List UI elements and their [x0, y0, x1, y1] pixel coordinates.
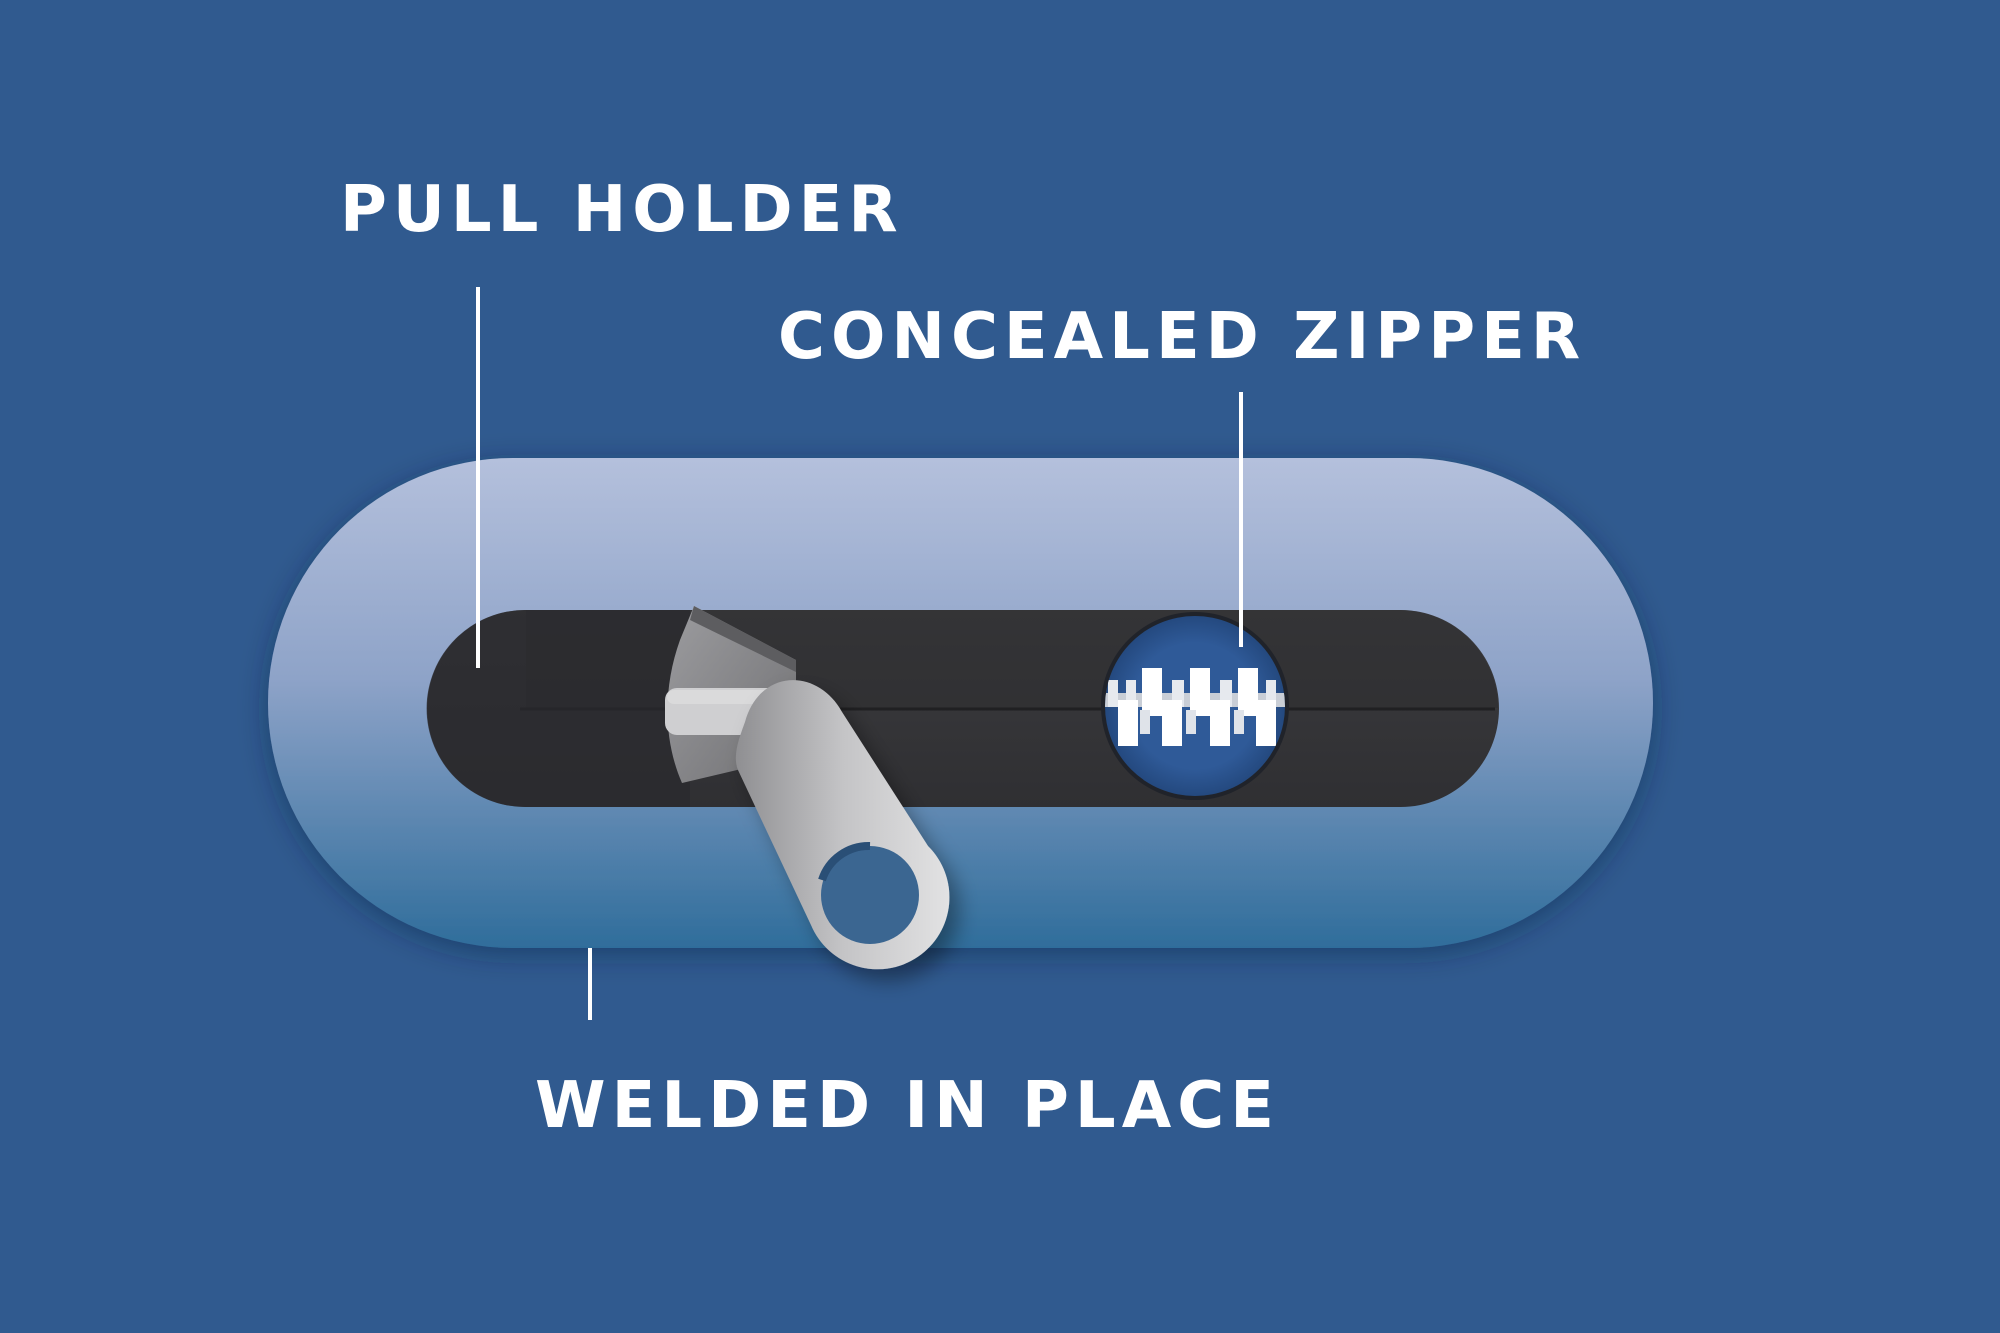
concealed-zipper-label: CONCEALED ZIPPER — [778, 300, 1587, 374]
magnifier-lens — [1101, 612, 1289, 800]
zipper-pull-icon — [735, 680, 950, 970]
zipper-teeth-icon — [1105, 668, 1285, 746]
pull-holder-label: PULL HOLDER — [340, 173, 904, 247]
zipper-track — [426, 610, 1499, 807]
welded-in-place-label: WELDED IN PLACE — [535, 1069, 1280, 1143]
pull-hole — [821, 846, 919, 944]
